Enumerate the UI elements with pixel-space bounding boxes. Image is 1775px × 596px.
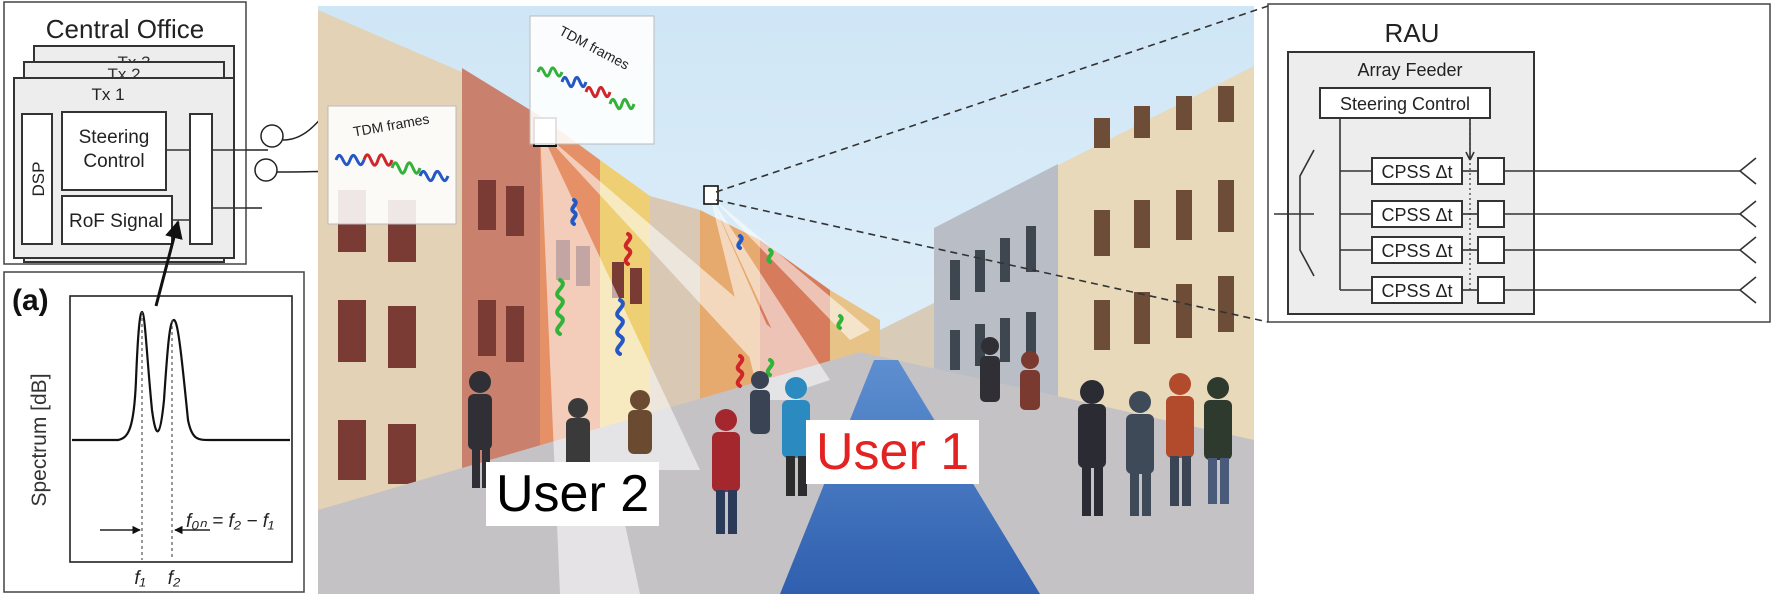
rau-antenna-icon bbox=[703, 185, 719, 205]
rau-steering-control-block bbox=[1319, 87, 1491, 119]
fiber-coil-icon bbox=[254, 158, 278, 182]
antenna-icon bbox=[1739, 276, 1757, 304]
pedestrians bbox=[468, 337, 1232, 534]
cpss-label: CPSS Δt bbox=[1381, 241, 1452, 261]
user-2-label: User 2 bbox=[486, 462, 660, 526]
antenna-icon bbox=[1739, 236, 1757, 264]
zoom-line-top bbox=[715, 5, 1269, 193]
rau-block: RAU Array Feeder Steering Control CPSS Δ… bbox=[1267, 3, 1771, 323]
cpss-row: CPSS Δt bbox=[1340, 276, 1757, 304]
tdm-frame-panel-1: TDM frames bbox=[327, 105, 457, 225]
cpss-row: CPSS Δt bbox=[1340, 200, 1757, 228]
tx-label-1: Tx 1 bbox=[91, 85, 124, 104]
antenna-icon bbox=[1739, 200, 1757, 228]
cpss-row: CPSS Δt bbox=[1340, 236, 1757, 264]
amplifier-icon bbox=[1477, 200, 1505, 228]
cpss-label: CPSS Δt bbox=[1381, 281, 1452, 301]
rof-signal-block bbox=[61, 195, 173, 245]
steering-label-line1: Steering bbox=[79, 127, 150, 148]
central-office-title: Central Office bbox=[46, 14, 204, 44]
cpss-label: CPSS Δt bbox=[1381, 162, 1452, 182]
amplifier-icon bbox=[1477, 236, 1505, 264]
cpss-block bbox=[1371, 276, 1463, 304]
amplifier-icon bbox=[1477, 276, 1505, 304]
amplifier-icon bbox=[1477, 157, 1505, 185]
central-office-block: Central Office Tx 3 Tx 2 Tx 1 DSP Steeri… bbox=[3, 1, 247, 265]
f2-tick: f₂ bbox=[168, 568, 181, 589]
spectrum-ylabel: Spectrum [dB] bbox=[28, 373, 51, 506]
inset-pointer-arrow bbox=[154, 220, 183, 307]
cpss-block bbox=[1371, 200, 1463, 228]
tdm-frame-panel-2: TDM frames bbox=[529, 15, 655, 145]
cpss-label: CPSS Δt bbox=[1381, 205, 1452, 225]
inset-panel-label: (a) bbox=[12, 284, 49, 317]
rof-signal-label: RoF Signal bbox=[69, 211, 163, 232]
dsp-block bbox=[21, 113, 53, 245]
rau-title: RAU bbox=[1385, 18, 1440, 48]
street-scene: TDM frames TDM frames bbox=[318, 6, 1254, 594]
rau-steering-control-label: Steering Control bbox=[1340, 94, 1470, 114]
spectrum-curve bbox=[72, 310, 290, 442]
cpss-rows: CPSS Δt CPSS Δt CPSS Δt bbox=[1340, 157, 1757, 304]
modulator-block bbox=[189, 113, 213, 245]
steering-label-line2: Control bbox=[83, 151, 144, 172]
f1-tick: f₁ bbox=[134, 568, 145, 589]
antenna-icon bbox=[1739, 157, 1757, 185]
dsp-label: DSP bbox=[29, 162, 48, 197]
user-1-label: User 1 bbox=[806, 420, 980, 484]
spectrum-axes bbox=[69, 295, 293, 563]
zoom-line-bottom bbox=[715, 199, 1269, 323]
fiber-coil-icon bbox=[260, 124, 284, 148]
rf-equation: f₀ₙ = f₂ − f₁ bbox=[186, 511, 274, 532]
array-feeder-label: Array Feeder bbox=[1357, 60, 1462, 80]
steering-control-block bbox=[61, 111, 167, 191]
spectrum-inset: (a) Spectrum [dB] f₀ₙ = f₂ − f₁ f₁ f₂ bbox=[3, 220, 305, 593]
cpss-row: CPSS Δt bbox=[1340, 157, 1757, 185]
